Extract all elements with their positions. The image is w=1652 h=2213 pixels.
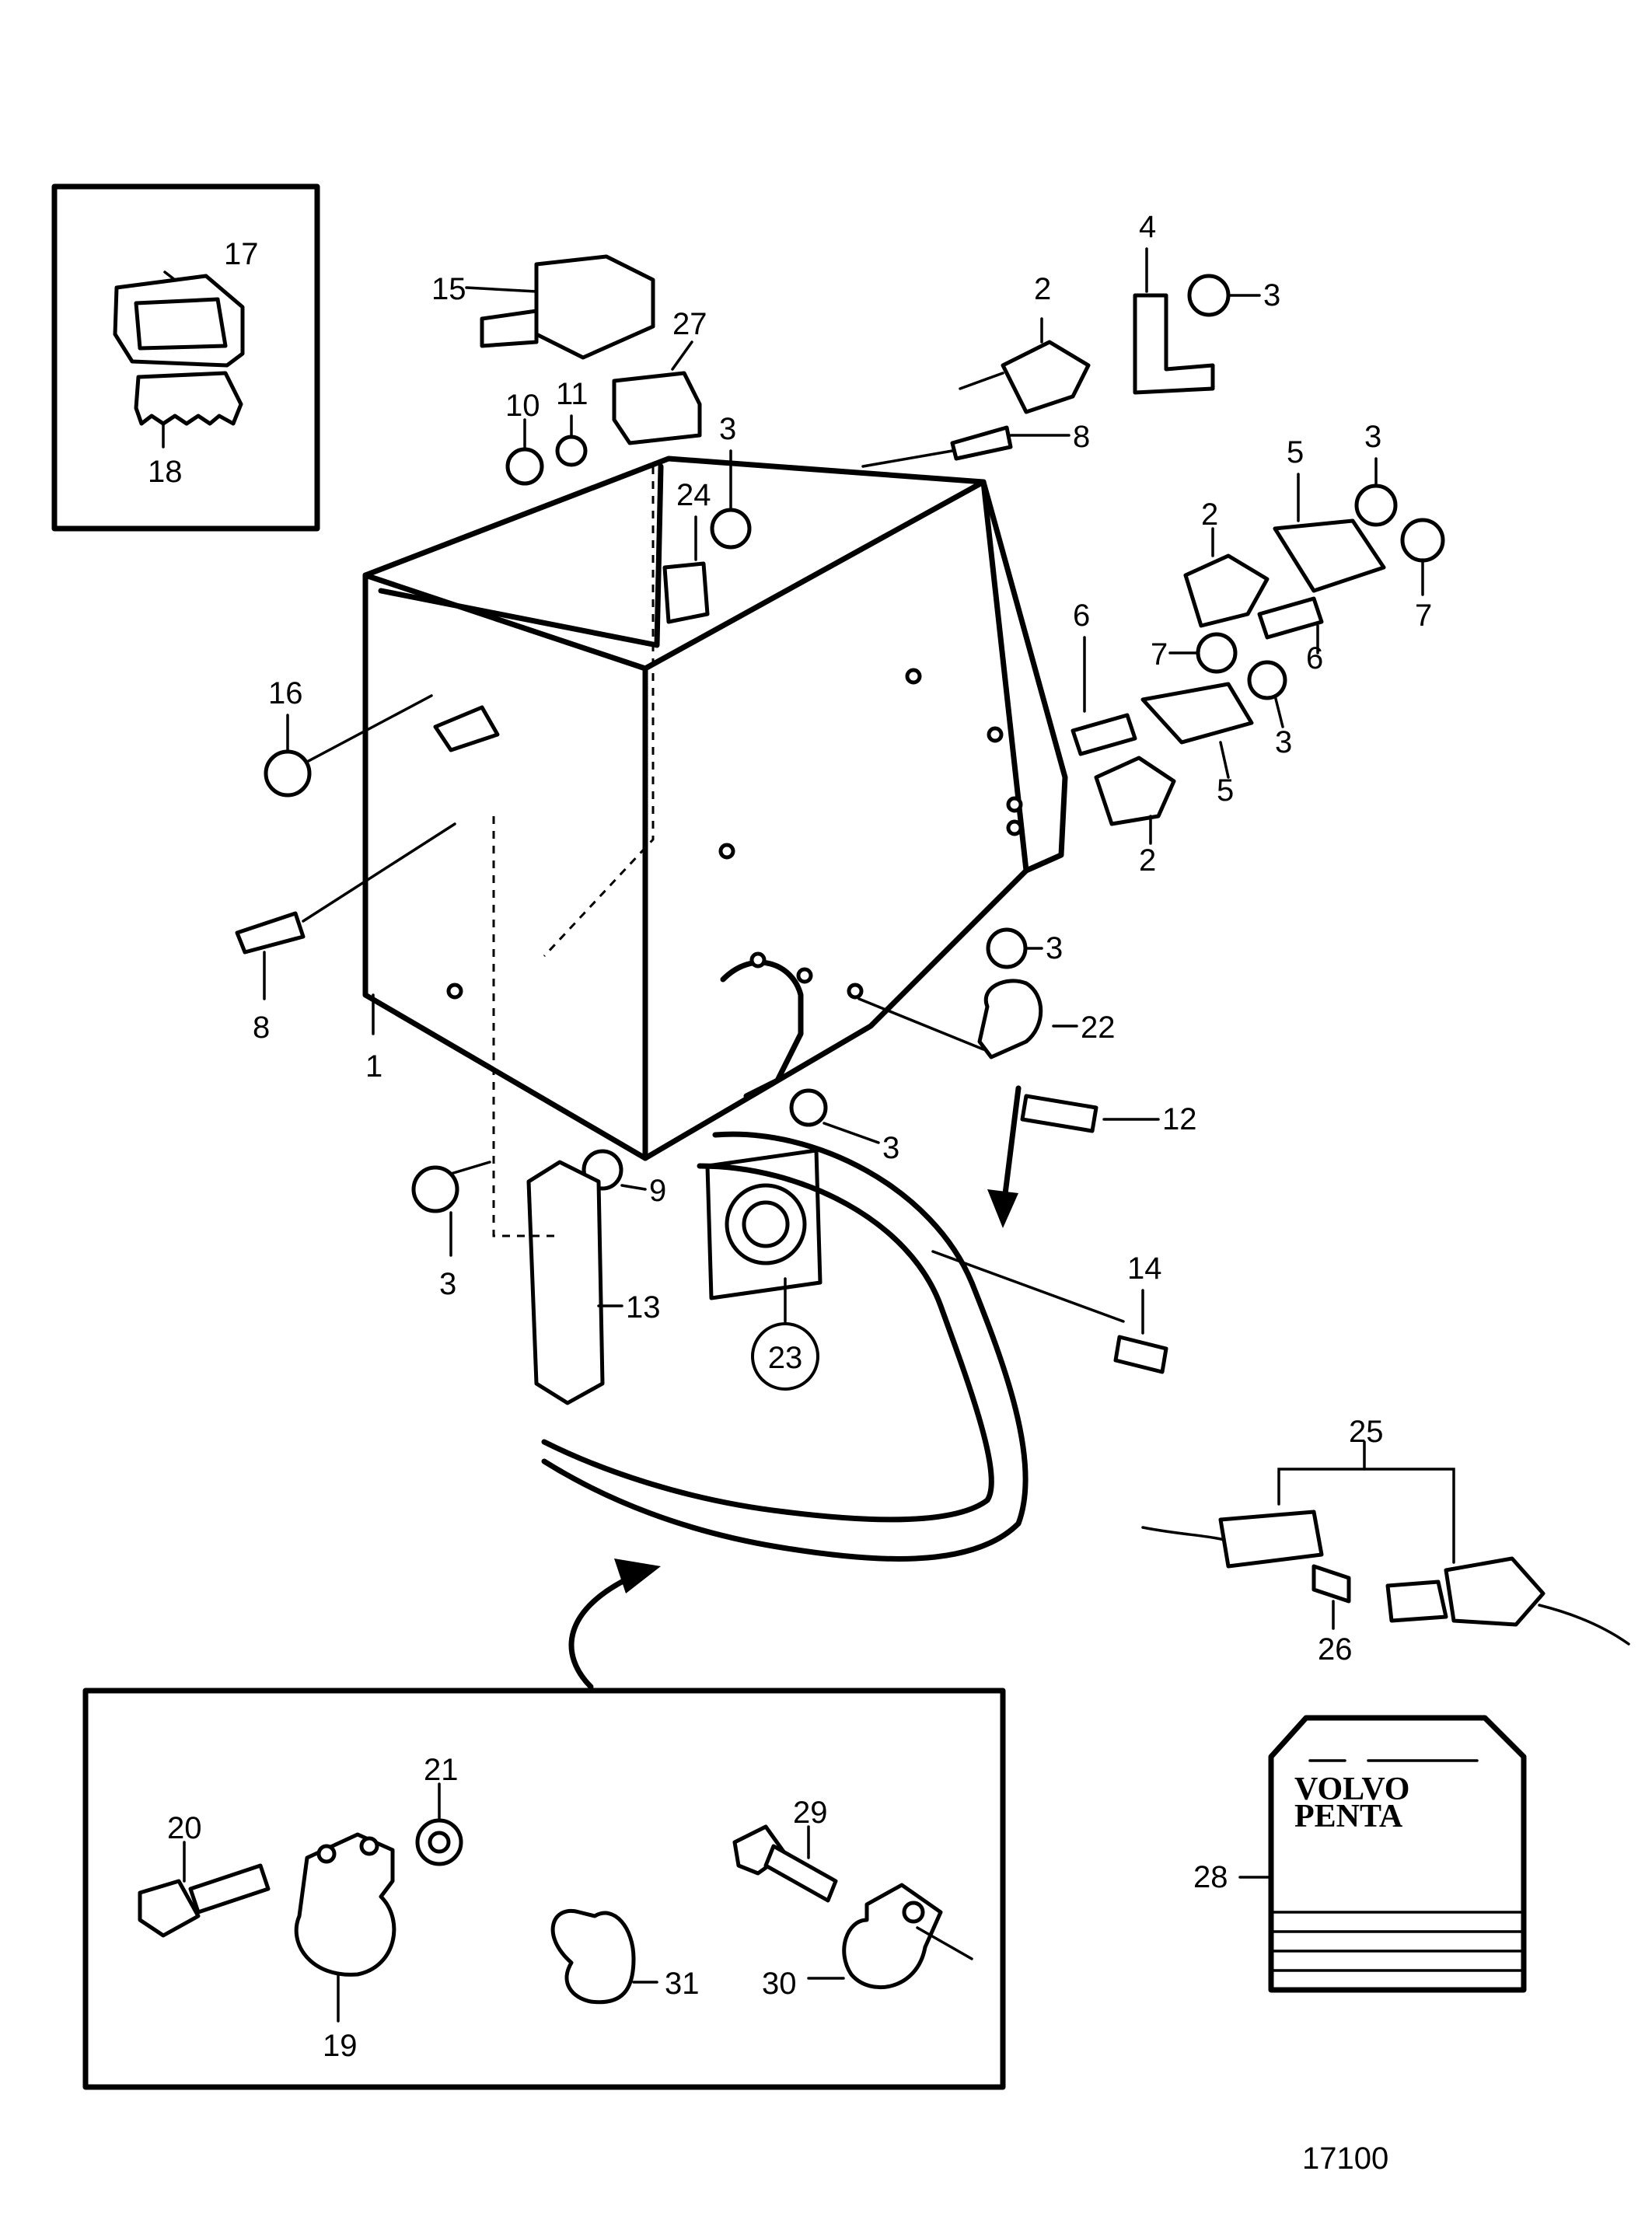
nut-16: [264, 694, 433, 798]
nut-3-bottom-center: [789, 1088, 880, 1144]
label-14: 14: [1127, 1251, 1162, 1286]
nut-3-right-3: [986, 927, 1043, 969]
screw-8-left: [235, 822, 456, 1000]
label-3-right-1: 3: [1364, 420, 1381, 454]
rubber-mount-2-bottom: [1094, 756, 1176, 845]
label-8-left: 8: [253, 1011, 270, 1045]
nut-3-top-right: [1187, 274, 1261, 317]
manual-brand-volvo: VOLVO: [1294, 1771, 1409, 1807]
manual-brand-penta: PENTA: [1294, 1799, 1403, 1834]
inset-box-cable-grommet: [51, 183, 320, 532]
screw-left-upper: [433, 705, 500, 752]
label-31: 31: [665, 1967, 700, 2001]
label-2-top: 2: [1034, 272, 1051, 306]
label-29: 29: [793, 1796, 828, 1830]
connector-23: [705, 1148, 823, 1323]
label-10: 10: [505, 389, 540, 423]
label-23-circled: 23: [751, 1322, 819, 1391]
label-25: 25: [1349, 1415, 1384, 1449]
label-9: 9: [649, 1174, 666, 1208]
inset-box-clamps: [82, 1688, 1006, 2090]
label-30: 30: [762, 1967, 797, 2001]
nut-3-bottom-left: [411, 1161, 491, 1257]
label-6-left: 6: [1073, 599, 1090, 633]
label-5-top: 5: [1287, 435, 1304, 469]
plate-5-top: [1273, 473, 1386, 593]
label-3-bottom-left: 3: [439, 1267, 456, 1301]
label-12: 12: [1162, 1102, 1197, 1136]
screw-14: [1113, 1289, 1168, 1374]
label-7-right: 7: [1415, 599, 1432, 633]
bracket-24: [662, 515, 710, 624]
relay-27: [612, 340, 702, 445]
drawing-number: 17100: [1302, 2141, 1388, 2176]
label-21: 21: [424, 1753, 459, 1787]
label-3-top-right: 3: [1263, 278, 1280, 312]
label-4: 4: [1139, 210, 1156, 244]
label-5-bottom: 5: [1217, 773, 1234, 808]
label-2-mid: 2: [1201, 497, 1218, 532]
rubber-mount-2-top: [959, 317, 1091, 414]
label-22: 22: [1081, 1011, 1116, 1045]
label-16: 16: [268, 676, 303, 710]
label-8-top: 8: [1073, 420, 1090, 454]
gasket-13: [492, 816, 623, 1405]
label-3-top: 3: [719, 412, 736, 446]
label-26: 26: [1318, 1632, 1353, 1667]
label-23: 23: [768, 1341, 803, 1375]
label-11: 11: [556, 377, 589, 411]
spacer-7-mid: [1168, 632, 1238, 674]
control-box-housing: [362, 456, 1068, 1161]
nut-3-right-2: [1247, 660, 1287, 728]
plate-5-bottom: [1140, 682, 1254, 779]
label-1: 1: [365, 1049, 382, 1084]
label-2-bottom: 2: [1139, 843, 1156, 878]
nut-3-right-1: [1354, 457, 1398, 527]
spacer-7-right: [1400, 518, 1445, 596]
connector-pair: [1141, 1440, 1630, 1646]
rubber-mount-2-mid: [1183, 527, 1270, 628]
screw-8-top: [861, 425, 1070, 468]
label-17: 17: [224, 237, 259, 271]
label-13: 13: [626, 1290, 661, 1325]
label-3-right-3: 3: [1046, 931, 1063, 965]
label-3-bottom-center: 3: [882, 1131, 899, 1165]
label-6-right: 6: [1306, 641, 1323, 675]
screw-6-left: [1070, 636, 1137, 756]
screw-6-right: [1257, 596, 1324, 654]
relay-15: [465, 254, 655, 360]
wiring-harness: [541, 1131, 1125, 1562]
label-7-mid: 7: [1151, 637, 1168, 672]
clamp-22: [857, 979, 1078, 1059]
nut-10-washer-11: [505, 414, 588, 486]
bracket-4: [1133, 247, 1215, 395]
curved-arrow: [568, 1559, 661, 1690]
instruction-manual: VOLVO PENTA: [1238, 1715, 1527, 1993]
label-20: 20: [167, 1811, 202, 1845]
label-3-right-2: 3: [1275, 725, 1292, 759]
label-28: 28: [1193, 1860, 1228, 1894]
screw-12: [1020, 1094, 1160, 1133]
label-18: 18: [148, 455, 183, 489]
label-24: 24: [676, 478, 711, 512]
part-labels: 17 18 15 27 10 11 3 24 2 4 3 8 5 3 2 7 6…: [148, 210, 1432, 2176]
arrow-harness: [987, 1085, 1022, 1228]
nut-3-top: [710, 449, 752, 550]
label-19: 19: [323, 2029, 358, 2063]
label-15: 15: [431, 272, 466, 306]
label-27: 27: [672, 307, 707, 341]
